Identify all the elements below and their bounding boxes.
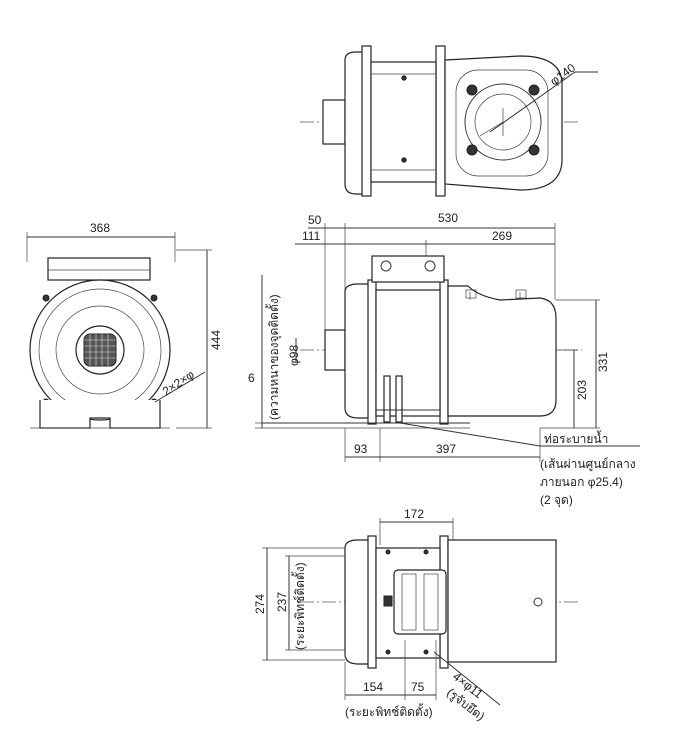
front-height-dim: 444 xyxy=(209,330,223,350)
bottom-dim-172: 172 xyxy=(404,507,424,521)
side-mount-thickness-note: (ความหนาของจุดติดตั้ง) xyxy=(265,294,282,420)
side-dim-111: 111 xyxy=(302,229,321,243)
drain-line-1: (เส้นผ่านศูนย์กลาง xyxy=(540,457,636,472)
drain-title: ท่อระบายน้ำ xyxy=(544,430,608,446)
bottom-dim-75: 75 xyxy=(411,680,425,694)
side-view: 50 530 111 269 φ98 xyxy=(248,211,640,508)
bottom-dim-237: 237 xyxy=(275,592,289,612)
side-dim-331: 331 xyxy=(596,352,610,372)
bottom-dim-154: 154 xyxy=(363,680,383,694)
bottom-mount-pitch-vertical: (ระยะพิทช์ติดตั้ง) xyxy=(291,562,307,650)
side-dim-530: 530 xyxy=(438,211,458,225)
side-dim-6: 6 xyxy=(248,371,255,385)
drain-line-2: ภายนอก φ25.4) xyxy=(540,475,623,489)
bottom-mount-pitch-horizontal: (ระยะพิทช์ติดตั้ง) xyxy=(345,703,433,719)
side-dim-269: 269 xyxy=(492,229,512,243)
side-suction-dia: φ98 xyxy=(287,345,301,366)
drain-line-3: (2 จุด) xyxy=(540,493,573,508)
top-view: φ140 xyxy=(300,45,598,197)
side-dim-50: 50 xyxy=(308,213,322,227)
side-dim-397: 397 xyxy=(436,442,456,456)
bottom-dim-274: 274 xyxy=(253,594,267,614)
front-view: 368 444 2×2×φ xyxy=(26,221,223,429)
front-width-dim: 368 xyxy=(90,221,110,235)
side-dim-203: 203 xyxy=(575,380,589,400)
bottom-view: 172 274 237 (ระยะพิทช์ติดตั้ง) xyxy=(253,507,580,724)
side-dim-93: 93 xyxy=(354,442,368,456)
